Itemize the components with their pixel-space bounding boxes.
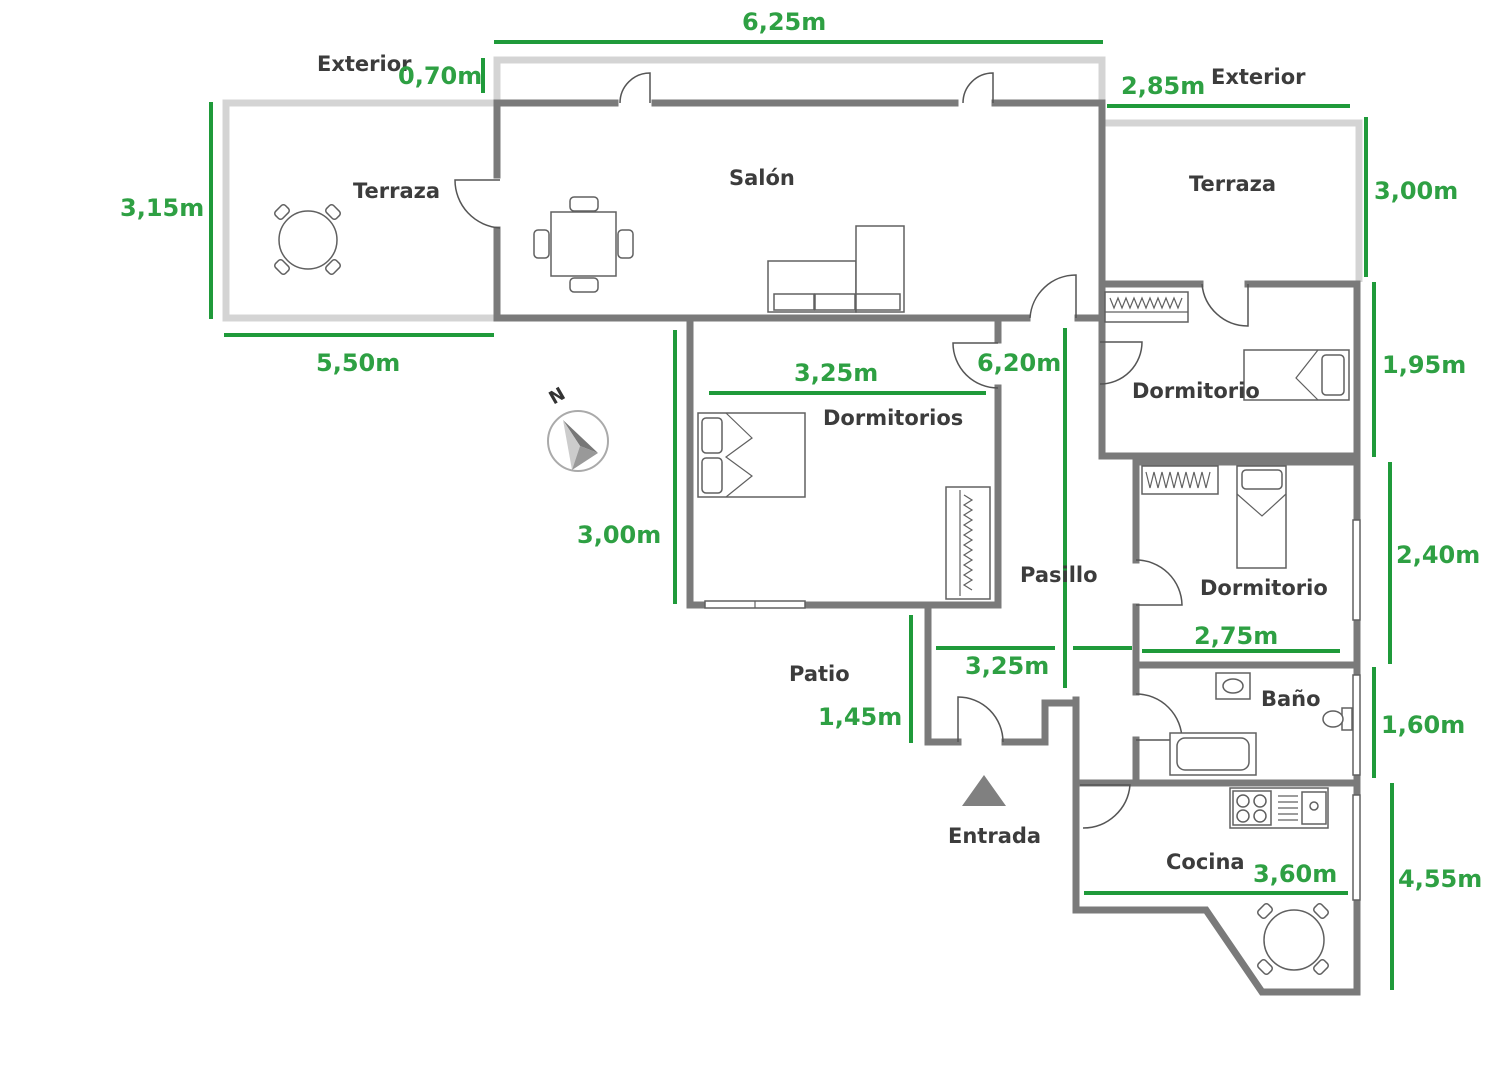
label-terraza-left: Terraza — [353, 179, 440, 203]
sofa — [767, 225, 905, 313]
label-terraza-right: Terraza — [1189, 172, 1276, 196]
label-exterior-right: Exterior — [1211, 65, 1306, 89]
single-bed-2 — [1236, 465, 1287, 569]
dim-dormitorio-2-height: 2,40m — [1396, 541, 1480, 569]
dining-table — [533, 196, 634, 293]
exterior-top-wall — [493, 56, 1106, 103]
door-salon-pasillo — [1029, 274, 1077, 319]
label-cocina: Cocina — [1166, 850, 1245, 874]
door-terraza-left — [454, 179, 501, 229]
furniture — [274, 196, 1353, 975]
label-patio: Patio — [789, 662, 850, 686]
label-dormitorio-2: Dormitorio — [1200, 576, 1328, 600]
dim-cocina-height: 4,55m — [1398, 865, 1482, 893]
dim-cocina-width: 3,60m — [1253, 860, 1337, 888]
window-cocina — [1352, 794, 1361, 901]
door-salon-top-1 — [619, 72, 651, 104]
dimension-labels: 6,25m 0,70m 2,85m 3,15m 5,50m 3,00m 3,25… — [120, 8, 1482, 893]
dim-dormitorio-2-width: 2,75m — [1194, 622, 1278, 650]
door-cocina — [1080, 784, 1131, 829]
label-dormitorios: Dormitorios — [823, 406, 963, 430]
main-walls — [493, 99, 1361, 996]
dormitorios-wall — [686, 318, 1002, 609]
dim-right-terrace-height: 3,00m — [1374, 177, 1458, 205]
room-labels: Exterior Exterior Terraza Salón Terraza … — [317, 52, 1328, 874]
kitchen-table — [1257, 903, 1329, 975]
dim-dormitorios-width: 3,25m — [794, 359, 878, 387]
dim-left-terrace-height: 3,15m — [120, 194, 204, 222]
label-entrada: Entrada — [948, 824, 1041, 848]
terrace-walls — [222, 56, 1363, 322]
single-bed-1 — [1243, 349, 1350, 401]
entrance-wall-right — [1001, 699, 1080, 746]
dim-dormitorios-height: 3,00m — [577, 521, 661, 549]
wardrobe-dormitorio-1 — [1104, 291, 1189, 323]
dim-pasillo-length: 6,20m — [977, 349, 1061, 377]
salon-top-wall-a — [493, 99, 619, 179]
doors — [454, 72, 1249, 829]
label-bano: Baño — [1261, 687, 1321, 711]
dim-bano-height: 1,60m — [1381, 711, 1465, 739]
dimension-lines — [209, 40, 1394, 990]
dim-right-terrace-width: 2,85m — [1121, 72, 1205, 100]
wardrobe-dormitorios — [945, 486, 991, 600]
salon-top-wall-c — [991, 99, 1106, 286]
door-entrada — [957, 696, 1004, 743]
door-dormitorio-2 — [1135, 559, 1183, 606]
dim-exterior-depth: 0,70m — [398, 62, 482, 90]
window-bano — [1352, 674, 1361, 776]
door-salon-top-2 — [962, 72, 994, 104]
dim-patio-height: 1,45m — [818, 703, 902, 731]
kitchen-fixtures — [1229, 787, 1329, 829]
label-pasillo: Pasillo — [1020, 563, 1098, 587]
dim-entrance-width: 3,25m — [965, 652, 1049, 680]
wardrobe-dormitorio-2 — [1141, 465, 1219, 495]
double-bed — [697, 412, 806, 498]
bathroom-fixtures — [1169, 672, 1353, 776]
right-outer-wall — [1072, 452, 1361, 996]
compass-north-label: N — [545, 383, 569, 409]
dim-top-width: 6,25m — [742, 8, 826, 36]
patio-wall — [924, 601, 962, 746]
entrance-arrow-icon — [962, 775, 1006, 806]
salon-left-wall — [493, 226, 1031, 322]
label-dormitorio-1: Dormitorio — [1132, 379, 1260, 403]
compass-icon: N — [545, 383, 609, 472]
label-salon: Salón — [729, 166, 795, 190]
window-dormitorio-2 — [1352, 519, 1361, 621]
door-dormitorio-1-b — [1201, 283, 1249, 327]
terraza-right-wall — [1102, 119, 1363, 282]
terrace-table — [274, 204, 341, 275]
terraza-left-wall — [222, 99, 497, 322]
label-exterior-left: Exterior — [317, 52, 412, 76]
dormitorio-2-left-top — [1132, 458, 1361, 564]
door-dormitorio-1-a — [1099, 341, 1143, 385]
dim-left-terrace-width: 5,50m — [316, 349, 400, 377]
door-dormitorios — [952, 342, 999, 389]
windows — [704, 519, 1361, 901]
dim-dormitorio-1-height: 1,95m — [1382, 351, 1466, 379]
